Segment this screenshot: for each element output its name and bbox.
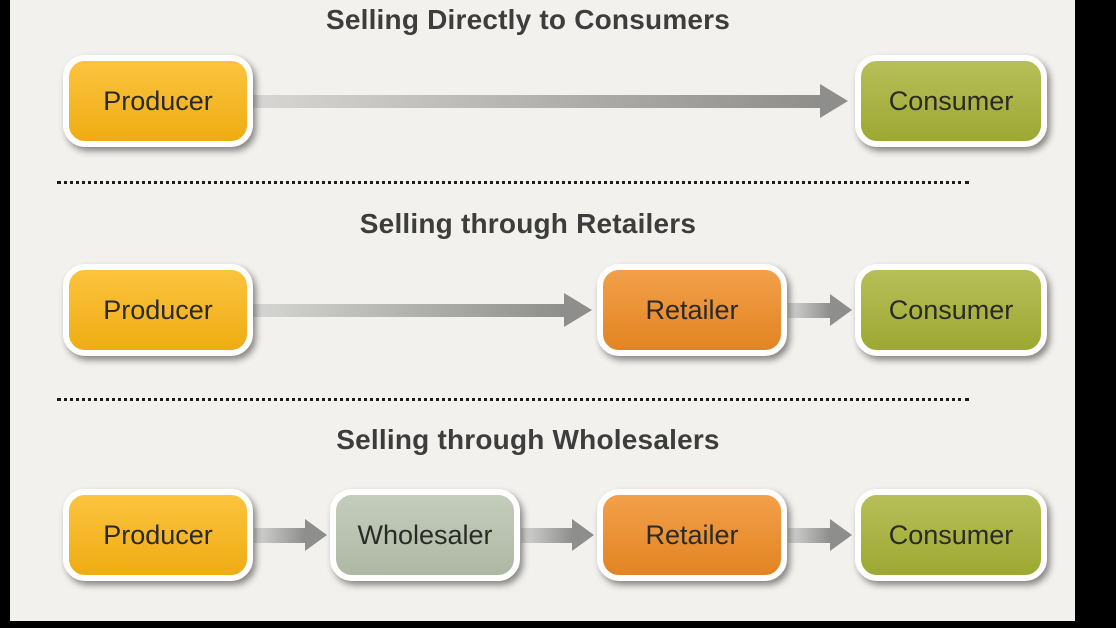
node-consumer-direct: Consumer — [855, 55, 1047, 147]
node-producer-direct: Producer — [63, 55, 253, 147]
arrow-shaft — [253, 303, 564, 317]
node-label: Wholesaler — [357, 519, 493, 550]
arrow-shaft — [253, 94, 820, 108]
node-label: Producer — [103, 519, 213, 550]
arrow-shaft — [788, 527, 830, 543]
section-divider — [57, 398, 969, 401]
node-producer-wholesale: Producer — [63, 489, 253, 581]
node-label: Producer — [103, 85, 213, 116]
node-label: Retailer — [645, 294, 739, 325]
arrowhead-icon — [830, 294, 852, 326]
node-label: Consumer — [888, 294, 1014, 325]
arrow-producer-to-wholesaler — [254, 519, 327, 551]
node-wholesaler: Wholesaler — [330, 489, 520, 581]
arrow-shaft — [254, 527, 305, 543]
arrowhead-icon — [820, 84, 848, 118]
arrowhead-icon — [305, 519, 327, 551]
node-label: Retailer — [645, 519, 739, 550]
node-label: Producer — [103, 294, 213, 325]
arrowhead-icon — [830, 519, 852, 551]
section-title-direct: Selling Directly to Consumers — [325, 4, 731, 35]
arrow-wholesaler-to-retailer — [521, 519, 594, 551]
letterbox-right — [1075, 0, 1116, 628]
node-retailer-retail: Retailer — [597, 264, 787, 356]
node-label: Consumer — [888, 519, 1014, 550]
arrowhead-icon — [564, 293, 592, 327]
arrow-retailer-to-consumer — [788, 294, 852, 326]
arrow-shaft — [788, 302, 830, 318]
node-consumer-wholesale: Consumer — [855, 489, 1047, 581]
arrow-shaft — [521, 527, 572, 543]
arrow-producer-to-consumer — [253, 84, 848, 118]
node-retailer-wholesale: Retailer — [597, 489, 787, 581]
node-producer-retail: Producer — [63, 264, 253, 356]
node-consumer-retail: Consumer — [855, 264, 1047, 356]
section-title-retailers: Selling through Retailers — [359, 208, 697, 239]
letterbox-left — [0, 0, 10, 628]
arrow-retailer-to-consumer-wholesale — [788, 519, 852, 551]
arrowhead-icon — [572, 519, 594, 551]
letterbox-bottom — [0, 621, 1116, 628]
arrow-producer-to-retailer — [253, 293, 592, 327]
section-divider — [57, 181, 969, 184]
section-title-wholesalers: Selling through Wholesalers — [336, 424, 720, 455]
node-label: Consumer — [888, 85, 1014, 116]
